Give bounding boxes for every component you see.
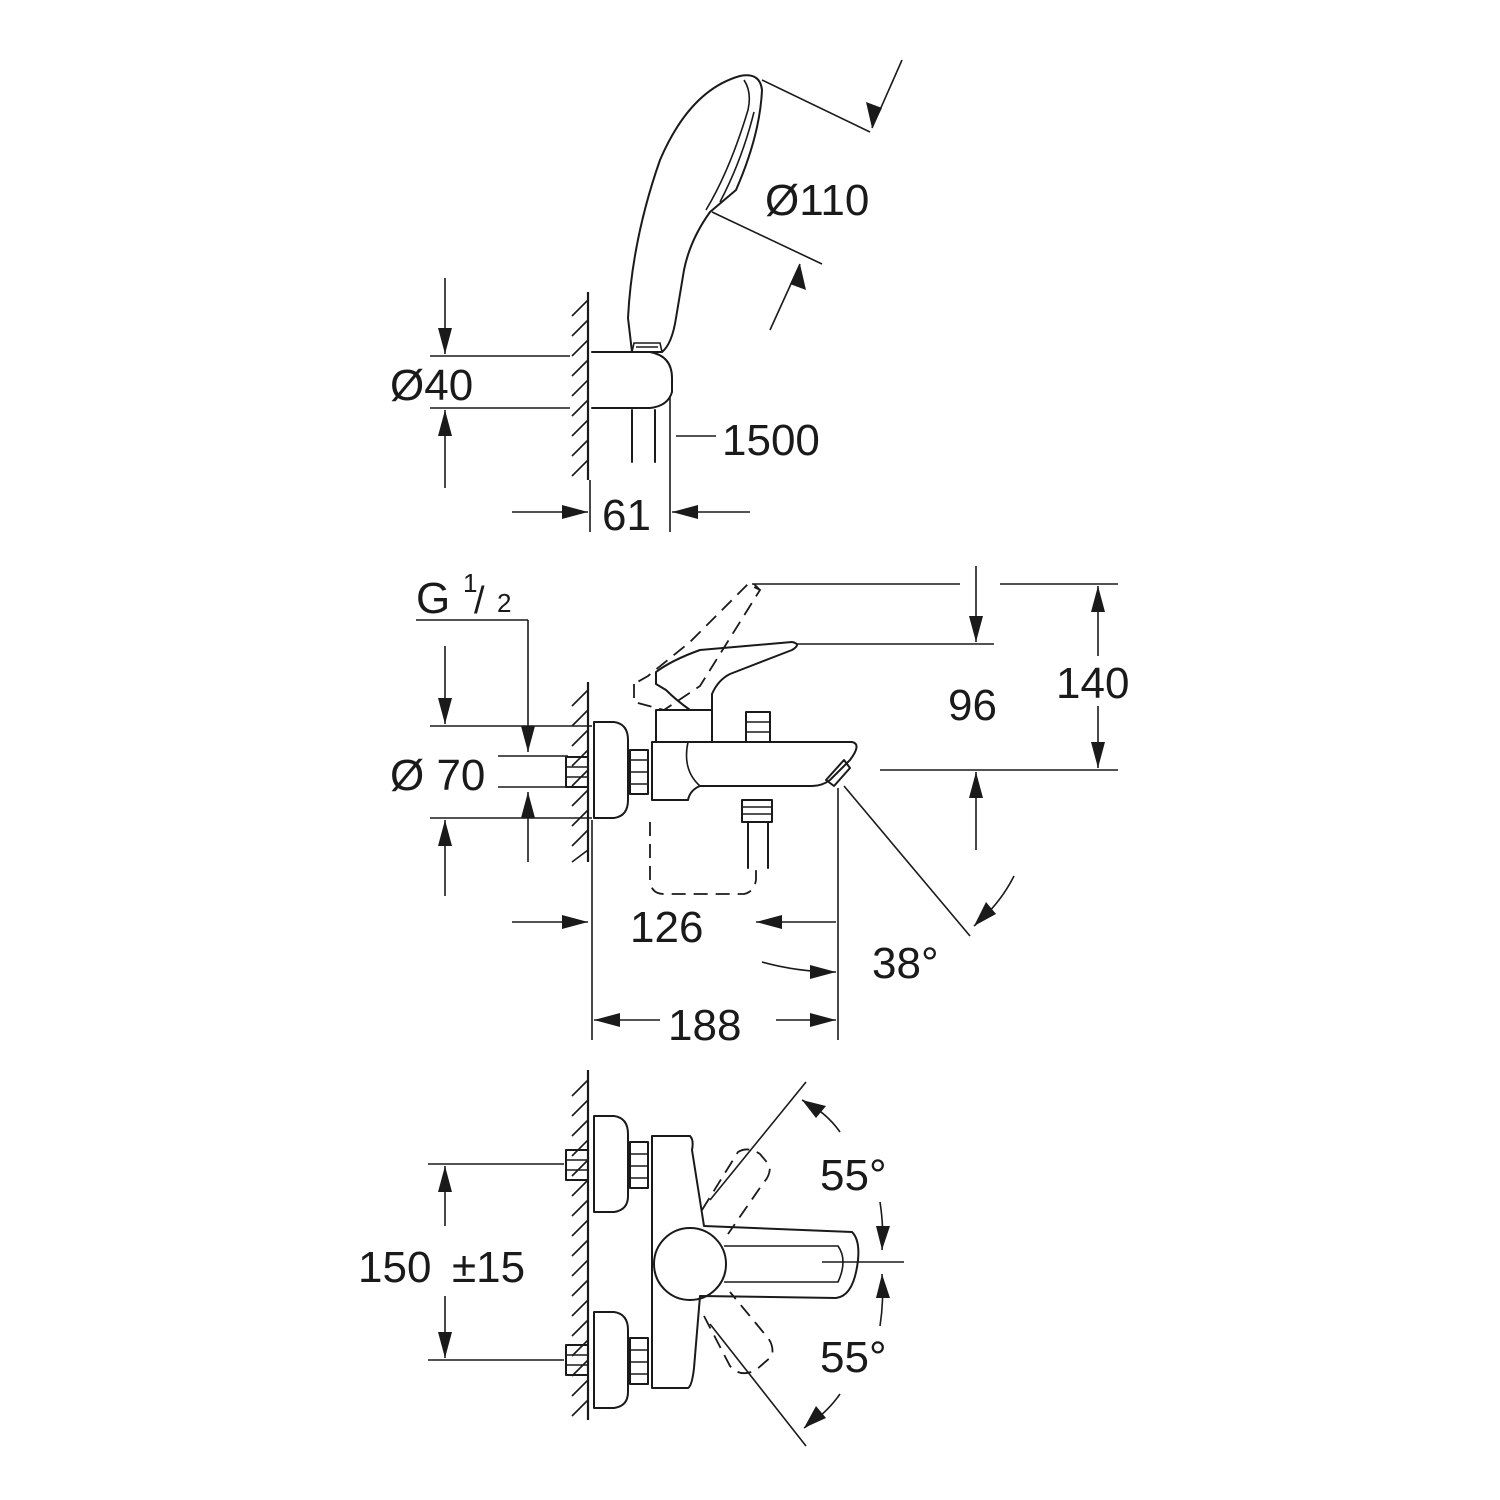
spout-angle-dimension: 38° (761, 785, 1015, 988)
thread-num-label: 1 (463, 568, 477, 598)
outlet-to-wall-label: 126 (630, 903, 703, 952)
spout-angle-label: 38° (872, 939, 939, 988)
holder-diameter-label: Ø40 (390, 361, 473, 410)
lever-angle-dimensions: 55° 55° (709, 1081, 904, 1447)
lever-positions-dashed (701, 1148, 774, 1375)
thread-size-dimension: G 1 / 2 (416, 568, 568, 862)
spout-height-label: 96 (948, 681, 997, 730)
depth-dimensions: 126 188 (512, 788, 839, 1050)
wall-top (571, 292, 590, 480)
thread-slash: / (474, 580, 485, 622)
head-diameter-label: Ø110 (765, 176, 869, 225)
head-diameter-dimension: Ø110 (711, 59, 903, 331)
wall-bottom (571, 1070, 590, 1420)
total-depth-label: 188 (668, 1001, 741, 1050)
mixer-side-view: G 1 / 2 Ø 70 (390, 566, 1129, 1050)
mixer-body (651, 709, 858, 869)
lever-angle-down-label: 55° (820, 1333, 887, 1382)
thread-main-label: G (416, 574, 450, 623)
total-height-label: 140 (1056, 659, 1129, 708)
lever-raised-dashed (633, 582, 762, 895)
upper-connection (565, 1115, 649, 1213)
hand-shower-view: Ø110 Ø40 1500 61 (390, 59, 903, 540)
shower-holder (591, 351, 673, 463)
mixer-top-view: 150 ±15 55° 55° (358, 1070, 904, 1447)
center-tolerance-label: ±15 (452, 1243, 525, 1292)
holder-projection-label: 61 (602, 491, 651, 540)
holder-diameter-dimension: Ø40 (390, 278, 570, 488)
inlet-fitting (565, 721, 649, 819)
center-distance-dimension: 150 ±15 (358, 1163, 564, 1361)
lower-connection (565, 1311, 649, 1409)
escutcheon-diameter-dimension: Ø 70 (390, 646, 592, 896)
center-distance-label: 150 (358, 1243, 431, 1292)
escutcheon-diameter-label: Ø 70 (390, 751, 485, 800)
thread-den-label: 2 (497, 588, 511, 618)
lever-angle-up-label: 55° (820, 1151, 887, 1200)
mixer-lever (655, 641, 798, 711)
holder-projection-dimension: 61 (512, 396, 750, 540)
hose-length-label: 1500 (722, 416, 820, 465)
height-dimensions: 96 140 (752, 566, 1129, 850)
wall-middle (571, 682, 590, 863)
hose-length-dimension: 1500 (676, 416, 820, 465)
hand-shower (627, 74, 763, 353)
